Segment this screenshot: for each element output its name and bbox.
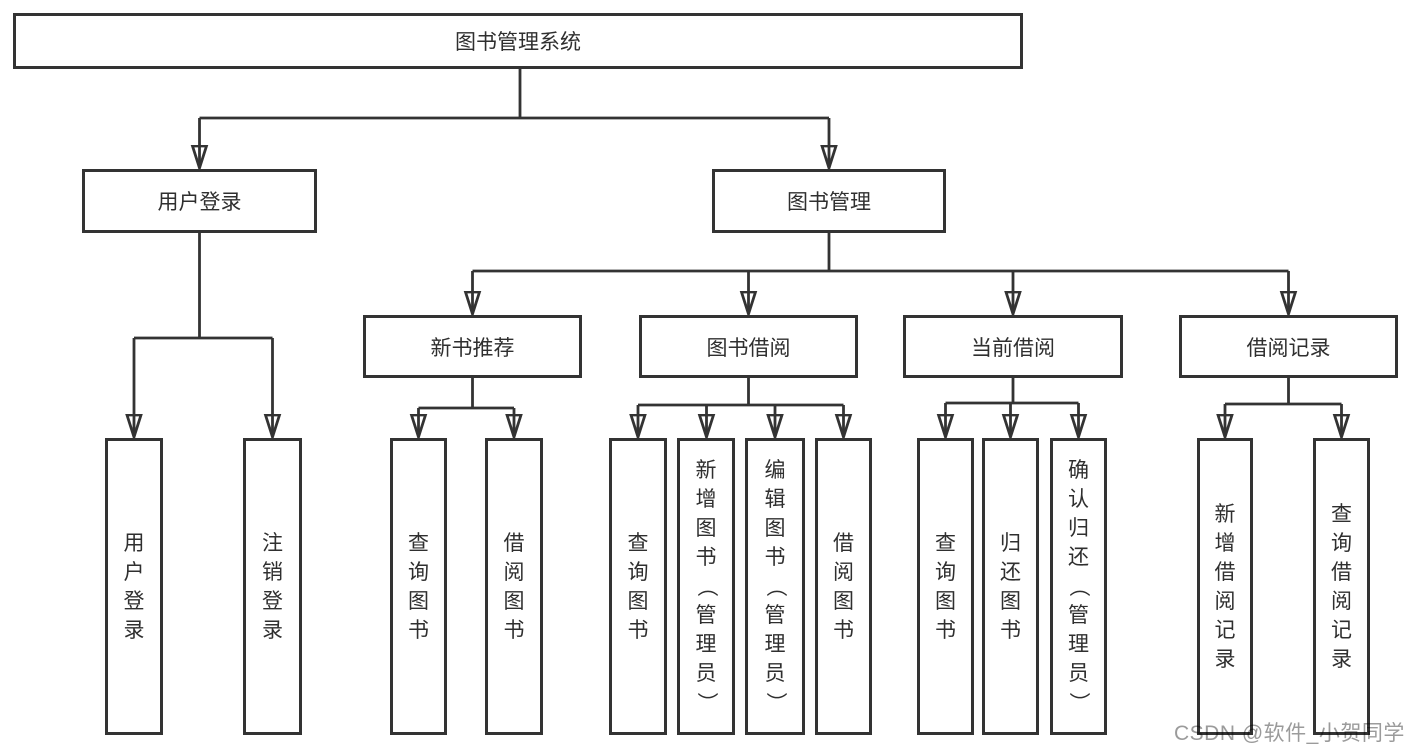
node-label: 查询借阅记录 [1331, 502, 1352, 671]
node-label: 归还图书 [1000, 531, 1021, 642]
leaf-query-books-current: 查询图书 [917, 438, 974, 735]
node-current-borrowing: 当前借阅 [903, 315, 1123, 378]
leaf-borrow-books-recommend: 借阅图书 [485, 438, 543, 735]
node-label: 查询图书 [627, 531, 649, 642]
node-label: 借阅记录 [1246, 336, 1331, 360]
leaf-query-books-recommend: 查询图书 [390, 438, 447, 735]
leaf-query-books-borrowing: 查询图书 [609, 438, 667, 735]
node-label: 新书推荐 [430, 336, 515, 360]
node-library-management-system: 图书管理系统 [13, 13, 1023, 69]
node-label: 当前借阅 [971, 336, 1055, 360]
node-label: 用户登录 [157, 191, 242, 214]
node-borrow-records: 借阅记录 [1179, 315, 1398, 378]
leaf-edit-books-admin: 编辑图书（管理员） [745, 438, 805, 735]
leaf-add-borrow-record: 新增借阅记录 [1197, 438, 1253, 735]
leaf-confirm-return-admin: 确认归还（管理员） [1050, 438, 1107, 735]
node-label: 确认归还（管理员） [1067, 459, 1090, 713]
node-book-management: 图书管理 [712, 169, 946, 233]
node-label: 借阅图书 [833, 531, 854, 642]
node-label: 借阅图书 [503, 531, 525, 642]
leaf-return-books: 归还图书 [982, 438, 1039, 735]
node-label: 图书借阅 [706, 336, 791, 360]
leaf-user-login: 用户登录 [105, 438, 163, 735]
leaf-query-borrow-record: 查询借阅记录 [1313, 438, 1370, 735]
node-label: 图书管理系统 [455, 31, 581, 54]
node-label: 新增借阅记录 [1214, 502, 1236, 671]
leaf-logout: 注销登录 [243, 438, 302, 735]
node-user-login: 用户登录 [82, 169, 317, 233]
node-book-borrowing: 图书借阅 [639, 315, 858, 378]
leaf-add-books-admin: 新增图书（管理员） [677, 438, 735, 735]
node-label: 编辑图书（管理员） [763, 459, 787, 713]
csdn-watermark: CSDN @软件_小贺同学 [1174, 722, 1405, 745]
node-label: 查询图书 [935, 531, 956, 642]
node-label: 图书管理 [787, 191, 871, 214]
node-label: 新增图书（管理员） [694, 459, 718, 713]
leaf-borrow-books: 借阅图书 [815, 438, 872, 735]
node-new-book-recommend: 新书推荐 [363, 315, 582, 378]
node-label: 注销登录 [262, 531, 283, 642]
node-label: 用户登录 [123, 531, 145, 642]
node-label: 查询图书 [408, 531, 429, 642]
